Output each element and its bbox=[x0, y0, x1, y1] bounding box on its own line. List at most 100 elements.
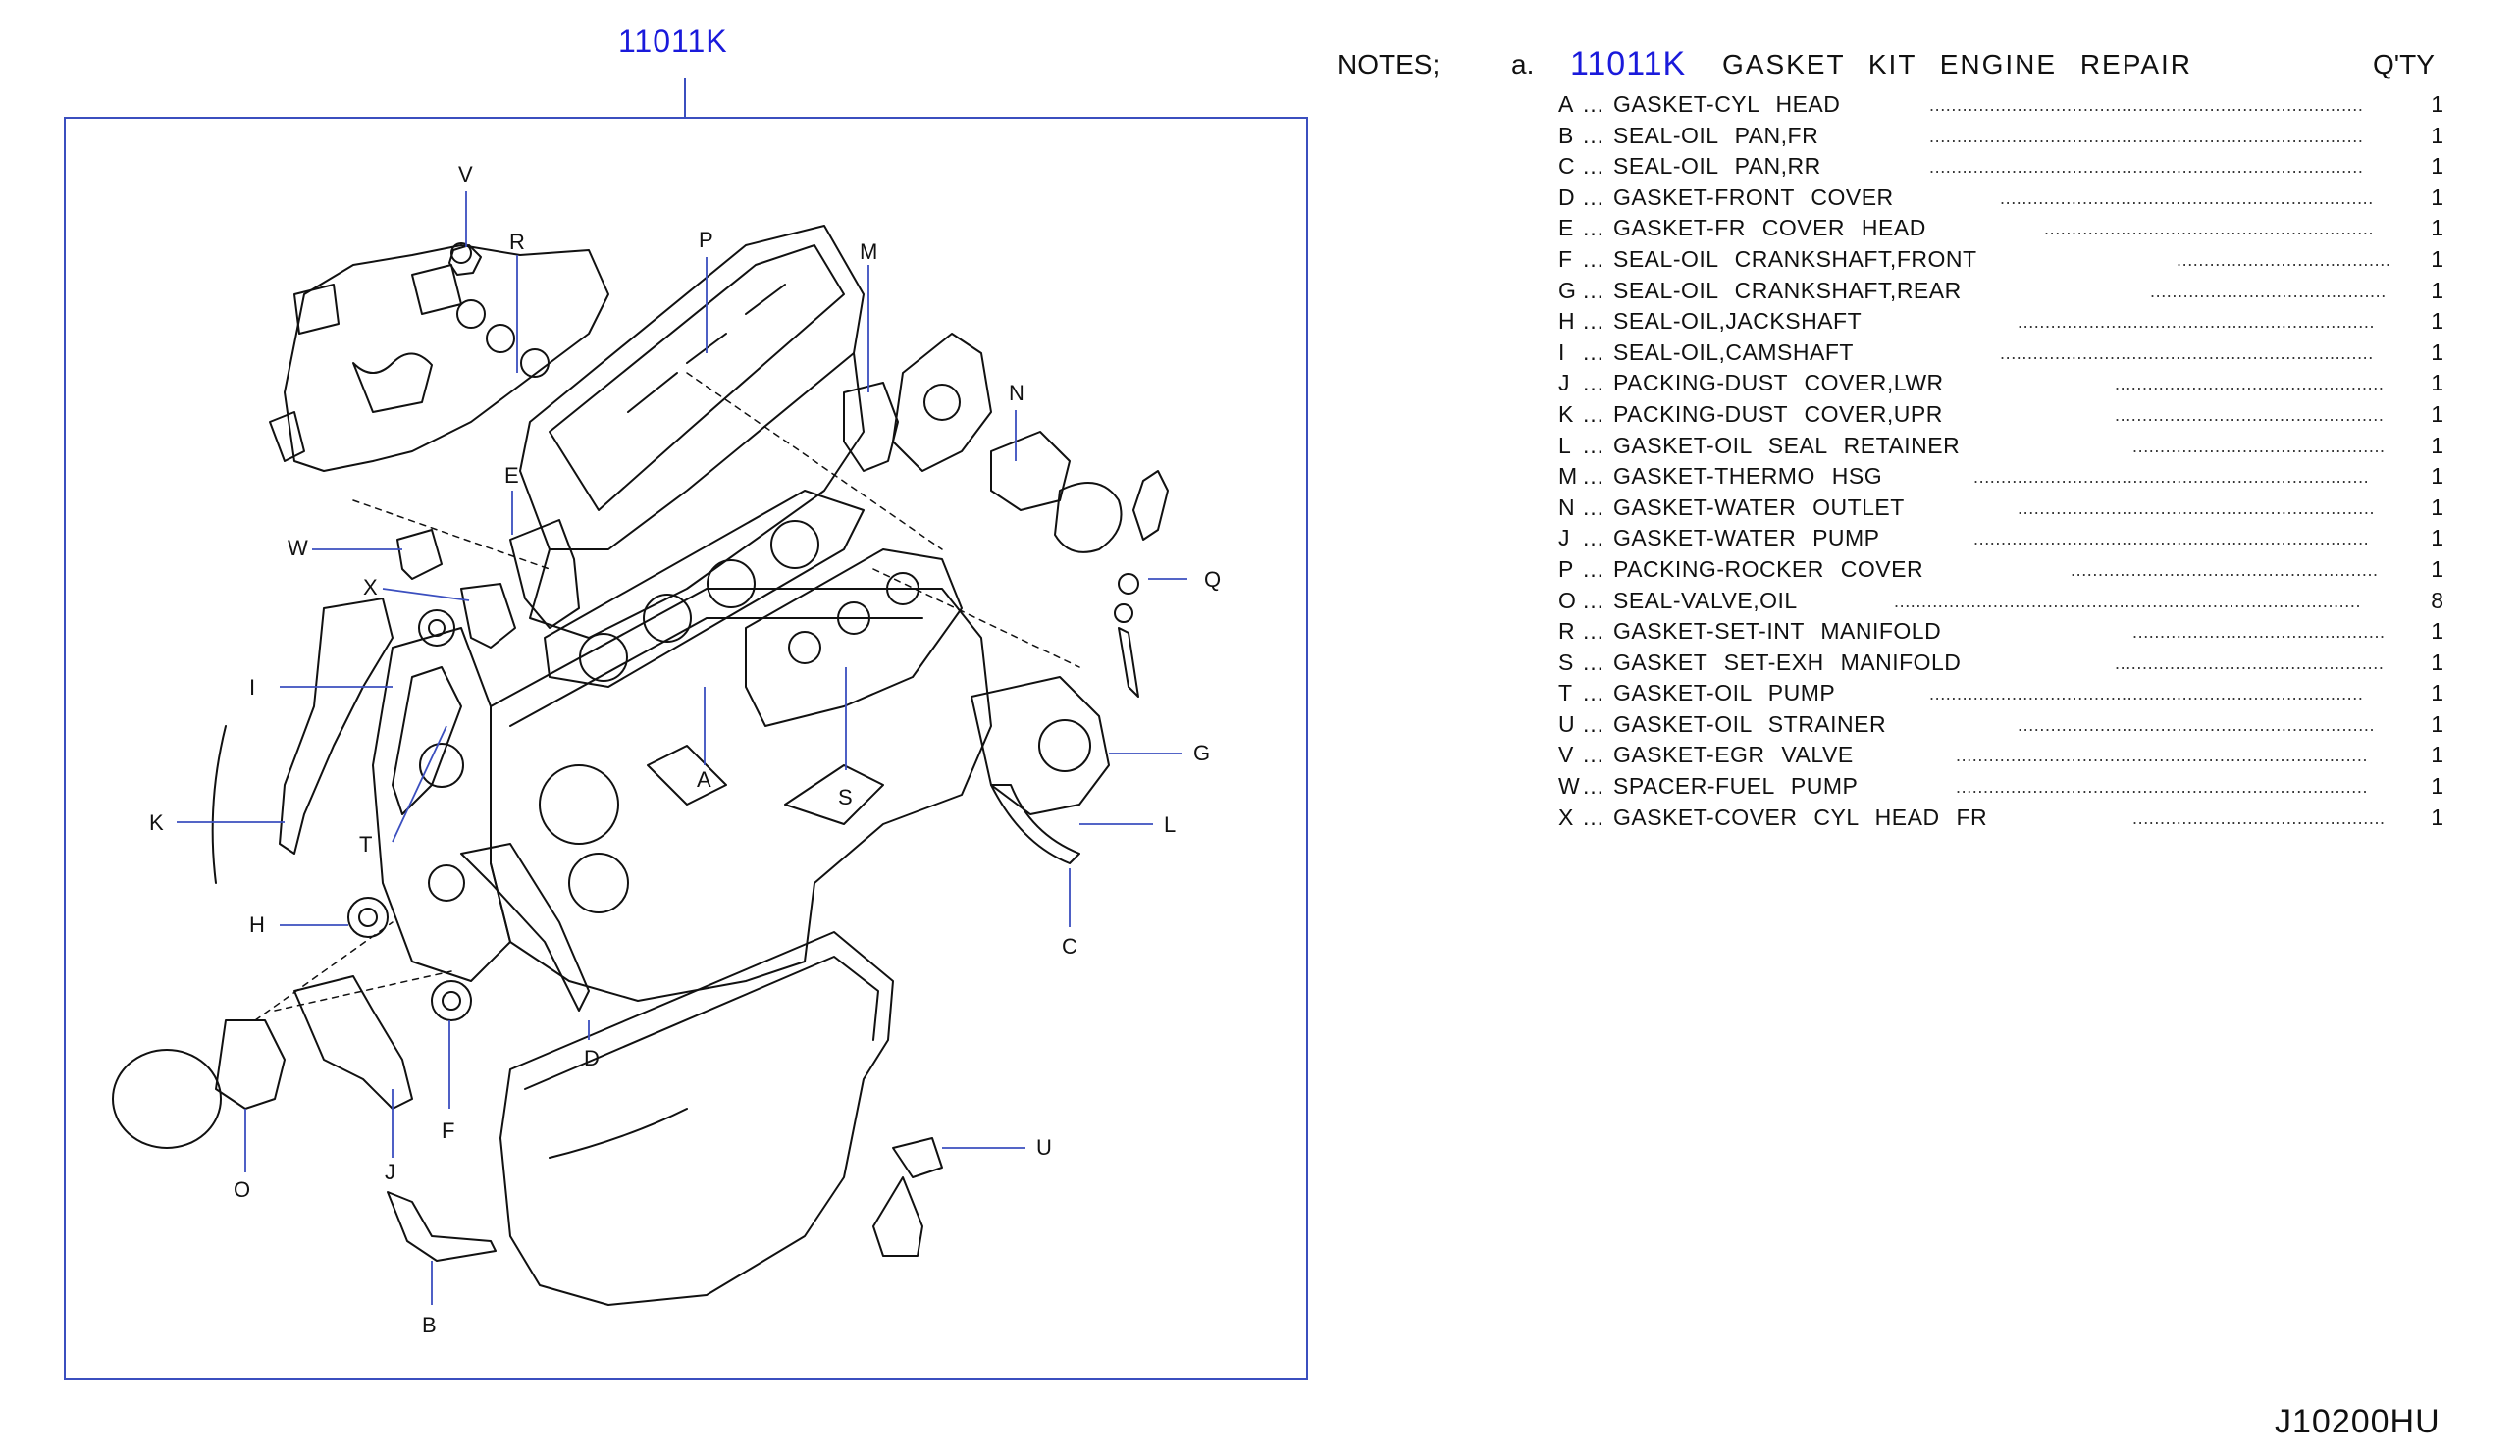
part-ellipsis: … bbox=[1582, 742, 1604, 768]
part-code: H bbox=[1558, 308, 1575, 335]
callout-L: L bbox=[1164, 812, 1177, 837]
part-qty: 1 bbox=[2431, 525, 2443, 551]
part-qty: 1 bbox=[2431, 370, 2443, 396]
callout-S: S bbox=[838, 785, 853, 809]
part-dot-leader: ....................................... bbox=[2177, 249, 2391, 270]
part-name: GASKET-FRONT COVER bbox=[1613, 183, 1894, 210]
water-pump bbox=[892, 333, 992, 472]
callout-X: X bbox=[363, 575, 378, 599]
part-ellipsis: … bbox=[1582, 215, 1604, 241]
jackshaft-seal bbox=[347, 897, 389, 938]
part-code: A bbox=[1558, 91, 1574, 117]
part-qty: 1 bbox=[2431, 742, 2443, 768]
part-dot-leader: ........................................… bbox=[1956, 746, 2369, 766]
callout-B: B bbox=[422, 1313, 437, 1337]
part-qty: 1 bbox=[2431, 680, 2443, 706]
notes-label: NOTES; bbox=[1338, 49, 1441, 79]
part-name: PACKING-DUST COVER,UPR bbox=[1613, 400, 1943, 427]
part-dot-leader: ........................................… bbox=[2000, 342, 2374, 363]
parts-list-item: I…SEAL-OIL,CAMSHAFT.....................… bbox=[1558, 338, 2443, 371]
part-ellipsis: … bbox=[1582, 277, 1604, 303]
oil-strainer bbox=[892, 1137, 943, 1178]
notes-letter: a. bbox=[1511, 49, 1535, 79]
part-ellipsis: … bbox=[1582, 618, 1604, 645]
part-dot-leader: ........................................… bbox=[2115, 404, 2385, 425]
part-code: T bbox=[1558, 680, 1573, 706]
parts-list-item: D…GASKET-FRONT COVER....................… bbox=[1558, 183, 2443, 216]
callout-J: J bbox=[385, 1160, 395, 1184]
part-code: R bbox=[1558, 618, 1575, 645]
part-ellipsis: … bbox=[1582, 525, 1604, 551]
part-name: PACKING-ROCKER COVER bbox=[1613, 555, 1924, 582]
part-dot-leader: ........................................… bbox=[1894, 591, 2362, 611]
parts-list-item: N…GASKET-WATER OUTLET...................… bbox=[1558, 494, 2443, 526]
part-code: M bbox=[1558, 463, 1578, 490]
part-ellipsis: … bbox=[1582, 432, 1604, 458]
part-code: I bbox=[1558, 338, 1565, 365]
part-qty: 1 bbox=[2431, 215, 2443, 241]
part-code: D bbox=[1558, 183, 1575, 210]
parts-list-item: T…GASKET-OIL PUMP.......................… bbox=[1558, 680, 2443, 711]
part-qty: 1 bbox=[2431, 338, 2443, 365]
part-code: K bbox=[1558, 400, 1574, 427]
oil-pan bbox=[499, 931, 894, 1306]
part-dot-leader: ........................................… bbox=[1929, 157, 2364, 178]
valve-seal-stack bbox=[1132, 470, 1169, 541]
kit-description: GASKET KIT ENGINE REPAIR bbox=[1722, 49, 2192, 79]
part-qty: 1 bbox=[2431, 308, 2443, 335]
part-qty: 1 bbox=[2431, 183, 2443, 210]
callout-E: E bbox=[504, 463, 519, 488]
callout-T: T bbox=[359, 832, 373, 857]
callout-K: K bbox=[149, 810, 164, 835]
part-qty: 1 bbox=[2431, 773, 2443, 800]
callout-C: C bbox=[1062, 934, 1077, 959]
dust-cover-lower bbox=[293, 975, 413, 1110]
callout-V: V bbox=[458, 162, 473, 186]
kit-title-label: 11011K bbox=[618, 24, 728, 59]
water-outlet bbox=[1054, 482, 1123, 553]
part-ellipsis: … bbox=[1582, 153, 1604, 180]
thermostat-housing-gasket bbox=[843, 382, 899, 472]
parts-list-item: L…GASKET-OIL SEAL RETAINER..............… bbox=[1558, 432, 2443, 464]
egr-valve-gasket bbox=[448, 244, 482, 276]
part-ellipsis: … bbox=[1582, 308, 1604, 335]
parts-list-item: U…GASKET-OIL STRAINER...................… bbox=[1558, 710, 2443, 743]
callout-R: R bbox=[509, 230, 525, 254]
part-name: SEAL-OIL PAN,FR bbox=[1613, 122, 1819, 148]
parts-list-item: S…GASKET SET-EXH MANIFOLD...............… bbox=[1558, 650, 2443, 681]
part-name: GASKET-EGR VALVE bbox=[1613, 742, 1854, 768]
parts-list-item: R…GASKET-SET-INT MANIFOLD...............… bbox=[1558, 618, 2443, 650]
intake-manifold bbox=[284, 244, 609, 472]
part-code: P bbox=[1558, 555, 1574, 582]
callout-H: H bbox=[249, 912, 265, 937]
part-name: GASKET-WATER OUTLET bbox=[1613, 494, 1905, 520]
parts-list-item: P…PACKING-ROCKER COVER..................… bbox=[1558, 555, 2443, 588]
part-ellipsis: … bbox=[1582, 400, 1604, 427]
kit-code: 11011K bbox=[1570, 45, 1687, 82]
part-code: L bbox=[1558, 432, 1571, 458]
parts-list-item: G…SEAL-OIL CRANKSHAFT,REAR..............… bbox=[1558, 277, 2443, 309]
part-dot-leader: ........................................… bbox=[1956, 777, 2369, 798]
part-code: U bbox=[1558, 710, 1575, 737]
parts-list-item: M…GASKET-THERMO HSG.....................… bbox=[1558, 463, 2443, 494]
part-qty: 1 bbox=[2431, 710, 2443, 737]
part-qty: 1 bbox=[2431, 555, 2443, 582]
callout-N: N bbox=[1009, 381, 1024, 405]
parts-list-item: E…GASKET-FR COVER HEAD..................… bbox=[1558, 215, 2443, 246]
parts-list-item: J…GASKET-WATER PUMP.....................… bbox=[1558, 525, 2443, 556]
parts-list-item: F…SEAL-OIL CRANKSHAFT,FRONT.............… bbox=[1558, 245, 2443, 278]
part-name: GASKET-THERMO HSG bbox=[1613, 463, 1883, 490]
part-qty: 1 bbox=[2431, 91, 2443, 117]
engine-block bbox=[490, 588, 992, 1002]
part-code: N bbox=[1558, 494, 1575, 520]
part-dot-leader: ........................................… bbox=[2150, 281, 2387, 301]
part-dot-leader: ........................................… bbox=[2071, 559, 2379, 580]
part-dot-leader: ........................................… bbox=[2132, 436, 2386, 456]
part-name: GASKET-CYL HEAD bbox=[1613, 91, 1841, 117]
part-ellipsis: … bbox=[1582, 587, 1604, 613]
parts-list: A … GASKET-CYL HEAD.......................… bbox=[1558, 91, 2443, 835]
callout-P: P bbox=[699, 228, 713, 252]
part-qty: 1 bbox=[2431, 122, 2443, 148]
part-qty: 1 bbox=[2431, 245, 2443, 272]
oil-pump-gasket bbox=[392, 666, 462, 815]
